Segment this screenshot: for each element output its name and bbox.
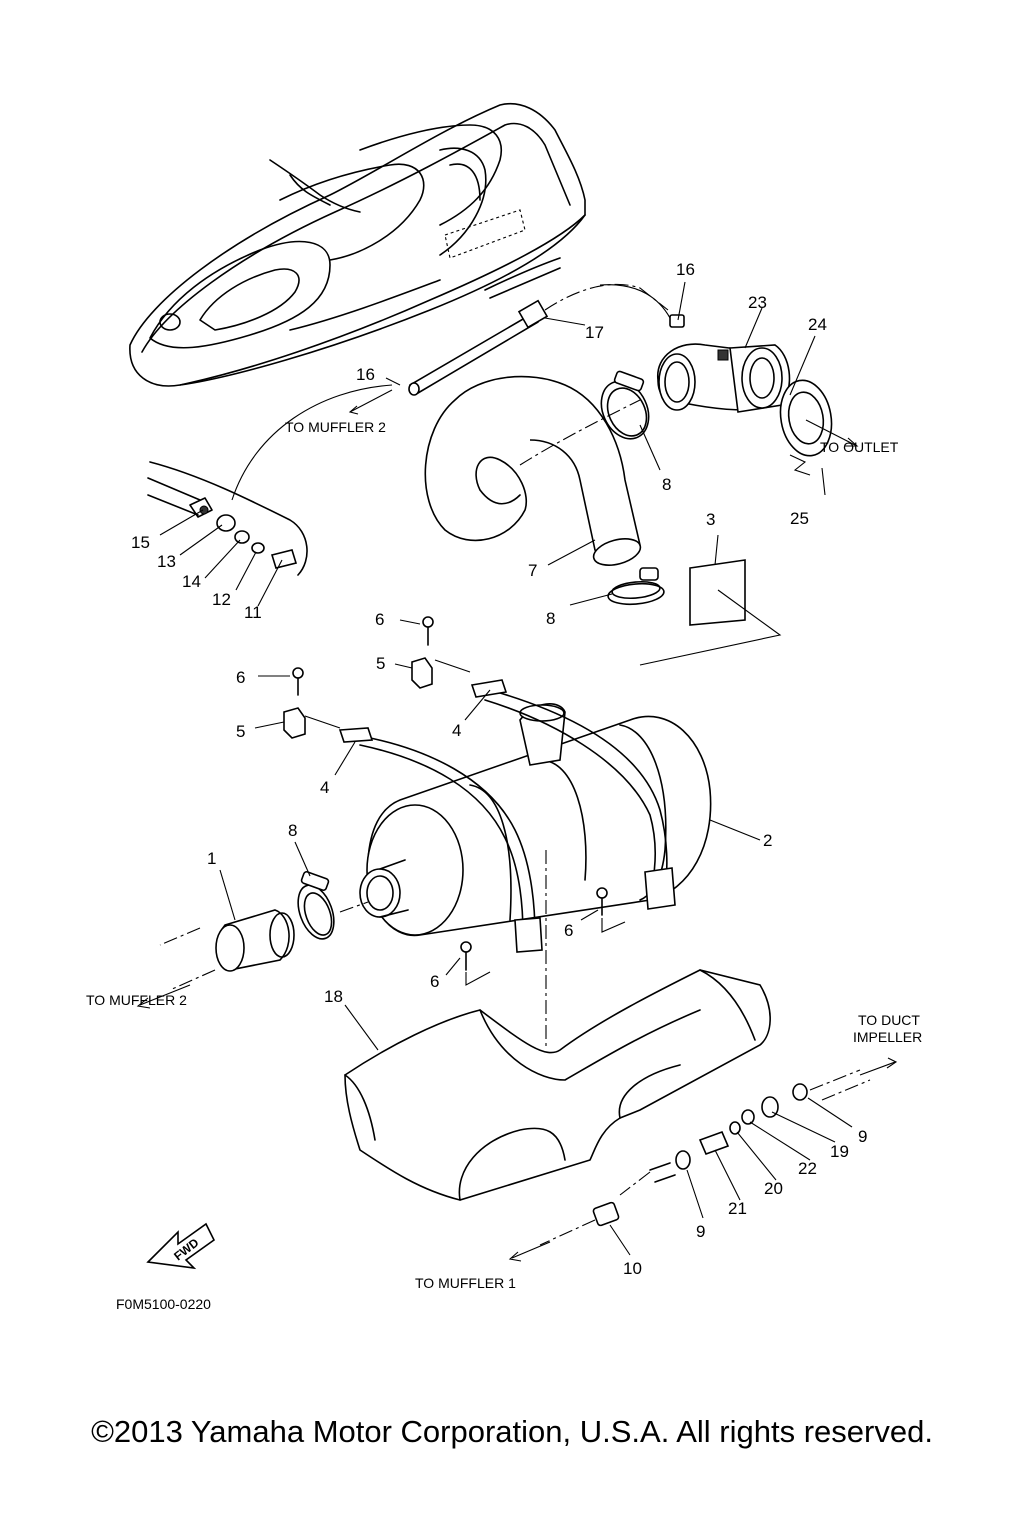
callout: 8 — [288, 821, 297, 840]
callout: 15 — [131, 533, 150, 552]
copyright-notice: ©2013 Yamaha Motor Corporation, U.S.A. A… — [91, 1414, 933, 1449]
strap-bands — [283, 657, 676, 953]
forward-arrow-icon: FWD — [146, 1222, 216, 1270]
annotations: TO MUFFLER 2 TO OUTLET TO MUFFLER 2 TO D… — [86, 419, 922, 1312]
to-duct-label: TO DUCT — [858, 1012, 920, 1028]
to-muffler-1-label: TO MUFFLER 1 — [415, 1275, 516, 1291]
callout: 22 — [798, 1159, 817, 1178]
callout: 4 — [452, 721, 461, 740]
callout: 3 — [706, 510, 715, 529]
water-fittings — [508, 1057, 898, 1262]
callout: 20 — [764, 1179, 783, 1198]
muffler-tray — [344, 850, 771, 1201]
callout: 1 — [207, 849, 216, 868]
callout: 5 — [236, 722, 245, 741]
exhaust-pipe — [424, 375, 642, 566]
callout: 24 — [808, 315, 827, 334]
leader-lines — [159, 281, 853, 1256]
callout: 19 — [830, 1142, 849, 1161]
watercraft-illustration — [129, 103, 586, 387]
callout: 8 — [662, 475, 671, 494]
outlet-elbow — [657, 314, 859, 476]
callout: 18 — [324, 987, 343, 1006]
callout: 13 — [157, 552, 176, 571]
callout: 11 — [244, 603, 262, 622]
callout: 9 — [696, 1222, 705, 1241]
callout: 6 — [236, 668, 245, 687]
inlet-joint — [136, 870, 369, 1009]
callout: 12 — [212, 590, 231, 609]
callout: 10 — [623, 1259, 642, 1278]
muffler-body — [359, 703, 712, 937]
bolts — [292, 616, 626, 986]
callout: 17 — [585, 323, 604, 342]
to-muffler-2-label: TO MUFFLER 2 — [285, 419, 386, 435]
callout: 2 — [763, 831, 772, 850]
callout: 5 — [376, 654, 385, 673]
hose-clamp — [600, 370, 650, 440]
figure-code: F0M5100-0220 — [116, 1296, 211, 1312]
callout-numbers: 1 2 3 4 4 5 5 6 6 6 6 7 8 8 8 9 9 10 11 … — [131, 260, 867, 1278]
to-outlet-label: TO OUTLET — [820, 439, 899, 455]
callout: 14 — [182, 572, 201, 591]
callout: 23 — [748, 293, 767, 312]
callout: 7 — [528, 561, 537, 580]
callout: 21 — [728, 1199, 747, 1218]
callout: 9 — [858, 1127, 867, 1146]
pad — [639, 559, 782, 666]
fitting-assembly — [147, 461, 308, 576]
hose-assembly — [231, 283, 671, 501]
hose-clamp — [607, 567, 665, 606]
callout: 6 — [430, 972, 439, 991]
callout: 6 — [375, 610, 384, 629]
callout: 16 — [676, 260, 695, 279]
callout: 6 — [564, 921, 573, 940]
callout: 8 — [546, 609, 555, 628]
callout: 4 — [320, 778, 329, 797]
impeller-label: IMPELLER — [853, 1029, 922, 1045]
callout: 25 — [790, 509, 809, 528]
to-muffler-2-label: TO MUFFLER 2 — [86, 992, 187, 1008]
callout: 16 — [356, 365, 375, 384]
